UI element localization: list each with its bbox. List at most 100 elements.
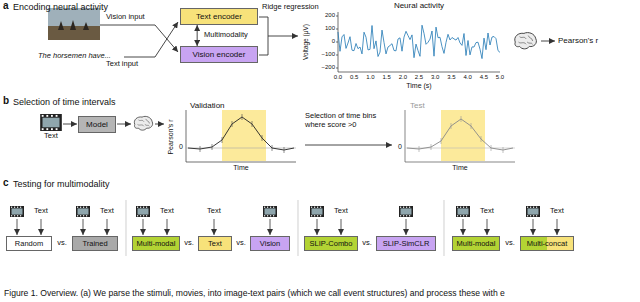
output-arrow bbox=[541, 41, 555, 42]
neural-signal bbox=[338, 25, 500, 58]
process-box: Vision bbox=[250, 236, 290, 251]
panel-title: Encoding neural activity bbox=[13, 2, 108, 12]
box-label: Text encoder bbox=[196, 12, 242, 21]
axis-label: Voltage (μV) bbox=[302, 24, 309, 60]
film-icons bbox=[10, 206, 540, 217]
input-label: Text bbox=[100, 207, 114, 216]
box-label: Model bbox=[86, 120, 108, 129]
flow-arrow bbox=[117, 124, 131, 125]
group-separators bbox=[126, 200, 444, 256]
input-label: Vision input bbox=[106, 13, 145, 22]
panel-title: Testing for multimodality bbox=[13, 179, 110, 189]
output-label: Pearson's r bbox=[558, 36, 598, 45]
plot-title: Test bbox=[410, 101, 425, 110]
edge-label: Multimodality bbox=[203, 31, 249, 40]
process-box: SLIP-Combo bbox=[304, 236, 358, 251]
comparison-word: vs. bbox=[362, 239, 372, 248]
input-sentence: The horsemen have... bbox=[38, 52, 111, 61]
tick-label: 4.0 bbox=[463, 74, 471, 81]
input-label: Text bbox=[44, 132, 58, 141]
tick-label: 0.5 bbox=[350, 74, 358, 81]
tick-label: 4.5 bbox=[480, 74, 488, 81]
tick-label: 2.0 bbox=[399, 74, 407, 81]
tick-label: 0 bbox=[332, 38, 335, 45]
box-label: SLIP-Combo bbox=[310, 239, 353, 248]
plot-title: Validation bbox=[190, 101, 225, 110]
panel-letter: a bbox=[3, 0, 9, 12]
movie-frame bbox=[48, 8, 100, 40]
flow-arrow bbox=[155, 124, 164, 125]
input-label: Text bbox=[34, 207, 48, 216]
axis-label: Time bbox=[233, 164, 248, 172]
input-arrow bbox=[100, 25, 178, 52]
brain-icon bbox=[134, 116, 152, 130]
process-box: Multi-modal bbox=[132, 236, 180, 251]
tick-label: 0 bbox=[398, 143, 402, 151]
input-arrows bbox=[17, 219, 557, 235]
comparison-word: vs. bbox=[57, 239, 67, 248]
tick-label: 1.0 bbox=[366, 74, 374, 81]
tick-label: 0.0 bbox=[334, 74, 342, 81]
process-box: Text encoder bbox=[180, 8, 258, 25]
flow-arrow bbox=[63, 124, 77, 125]
panel-letter: c bbox=[3, 177, 9, 189]
process-box: Multi-modal bbox=[452, 236, 500, 251]
tick-label: 200 bbox=[325, 12, 335, 19]
figure-caption: Figure 1. Overview. (a) We parse the sti… bbox=[4, 289, 505, 299]
input-arrow bbox=[124, 22, 178, 57]
connector-arrow bbox=[197, 25, 198, 46]
selection-arrow bbox=[305, 145, 392, 146]
box-label: Random bbox=[15, 239, 43, 248]
tick-label: 3.5 bbox=[447, 74, 455, 81]
comparison-word: vs. bbox=[505, 239, 515, 248]
process-box: Text bbox=[198, 236, 232, 251]
comparison-word: vs. bbox=[236, 239, 246, 248]
input-label: Text bbox=[334, 207, 348, 216]
validation-plot bbox=[186, 110, 296, 162]
tick-label: 5.0 bbox=[496, 74, 504, 81]
tick-label: −200 bbox=[321, 64, 335, 71]
tick-label: 0 bbox=[179, 143, 183, 151]
axis-label: Time bbox=[452, 164, 467, 172]
panel-letter: b bbox=[3, 95, 9, 107]
input-label: Text input bbox=[106, 60, 138, 69]
box-label: Multi-modal bbox=[457, 239, 496, 248]
process-box: Vision encoder bbox=[180, 46, 258, 63]
box-label: Vision bbox=[260, 239, 280, 248]
tick-label: −100 bbox=[321, 51, 335, 58]
tick-label: 3.0 bbox=[431, 74, 439, 81]
process-box: Multi-concat bbox=[520, 236, 574, 251]
input-label: Text bbox=[160, 207, 174, 216]
panel-title: Selection of time intervals bbox=[13, 97, 116, 107]
tick-label: 1.5 bbox=[382, 74, 390, 81]
arrow-label: Ridge regression bbox=[262, 3, 319, 12]
input-label: Text bbox=[207, 207, 221, 216]
brain-icon bbox=[515, 33, 537, 49]
plot-title: Neural activity bbox=[394, 1, 444, 10]
tick-label: 2.5 bbox=[415, 74, 423, 81]
axis-label: Time (s) bbox=[406, 82, 431, 90]
comparison-word: vs. bbox=[184, 239, 194, 248]
signal-plot-axes bbox=[336, 12, 500, 72]
box-label: Multi-concat bbox=[527, 239, 567, 248]
box-label: Text bbox=[208, 239, 222, 248]
process-box: Random bbox=[6, 236, 52, 251]
film-icon bbox=[40, 114, 62, 131]
process-box: Model bbox=[78, 116, 116, 133]
box-label: Vision encoder bbox=[193, 50, 246, 59]
axis-label: Pearson's r bbox=[167, 119, 175, 154]
input-label: Text bbox=[550, 207, 564, 216]
merge-bracket bbox=[259, 17, 268, 55]
box-label: Multi-modal bbox=[137, 239, 176, 248]
tick-label: 100 bbox=[325, 25, 335, 32]
arrow-label: Selection of time bins where score >0 bbox=[305, 112, 389, 129]
box-label: Trained bbox=[82, 239, 107, 248]
test-plot bbox=[405, 110, 515, 162]
box-label: SLIP-SimCLR bbox=[383, 239, 430, 248]
process-box: SLIP-SimCLR bbox=[376, 236, 436, 251]
process-box: Trained bbox=[72, 236, 118, 251]
regression-arrow bbox=[268, 36, 298, 37]
